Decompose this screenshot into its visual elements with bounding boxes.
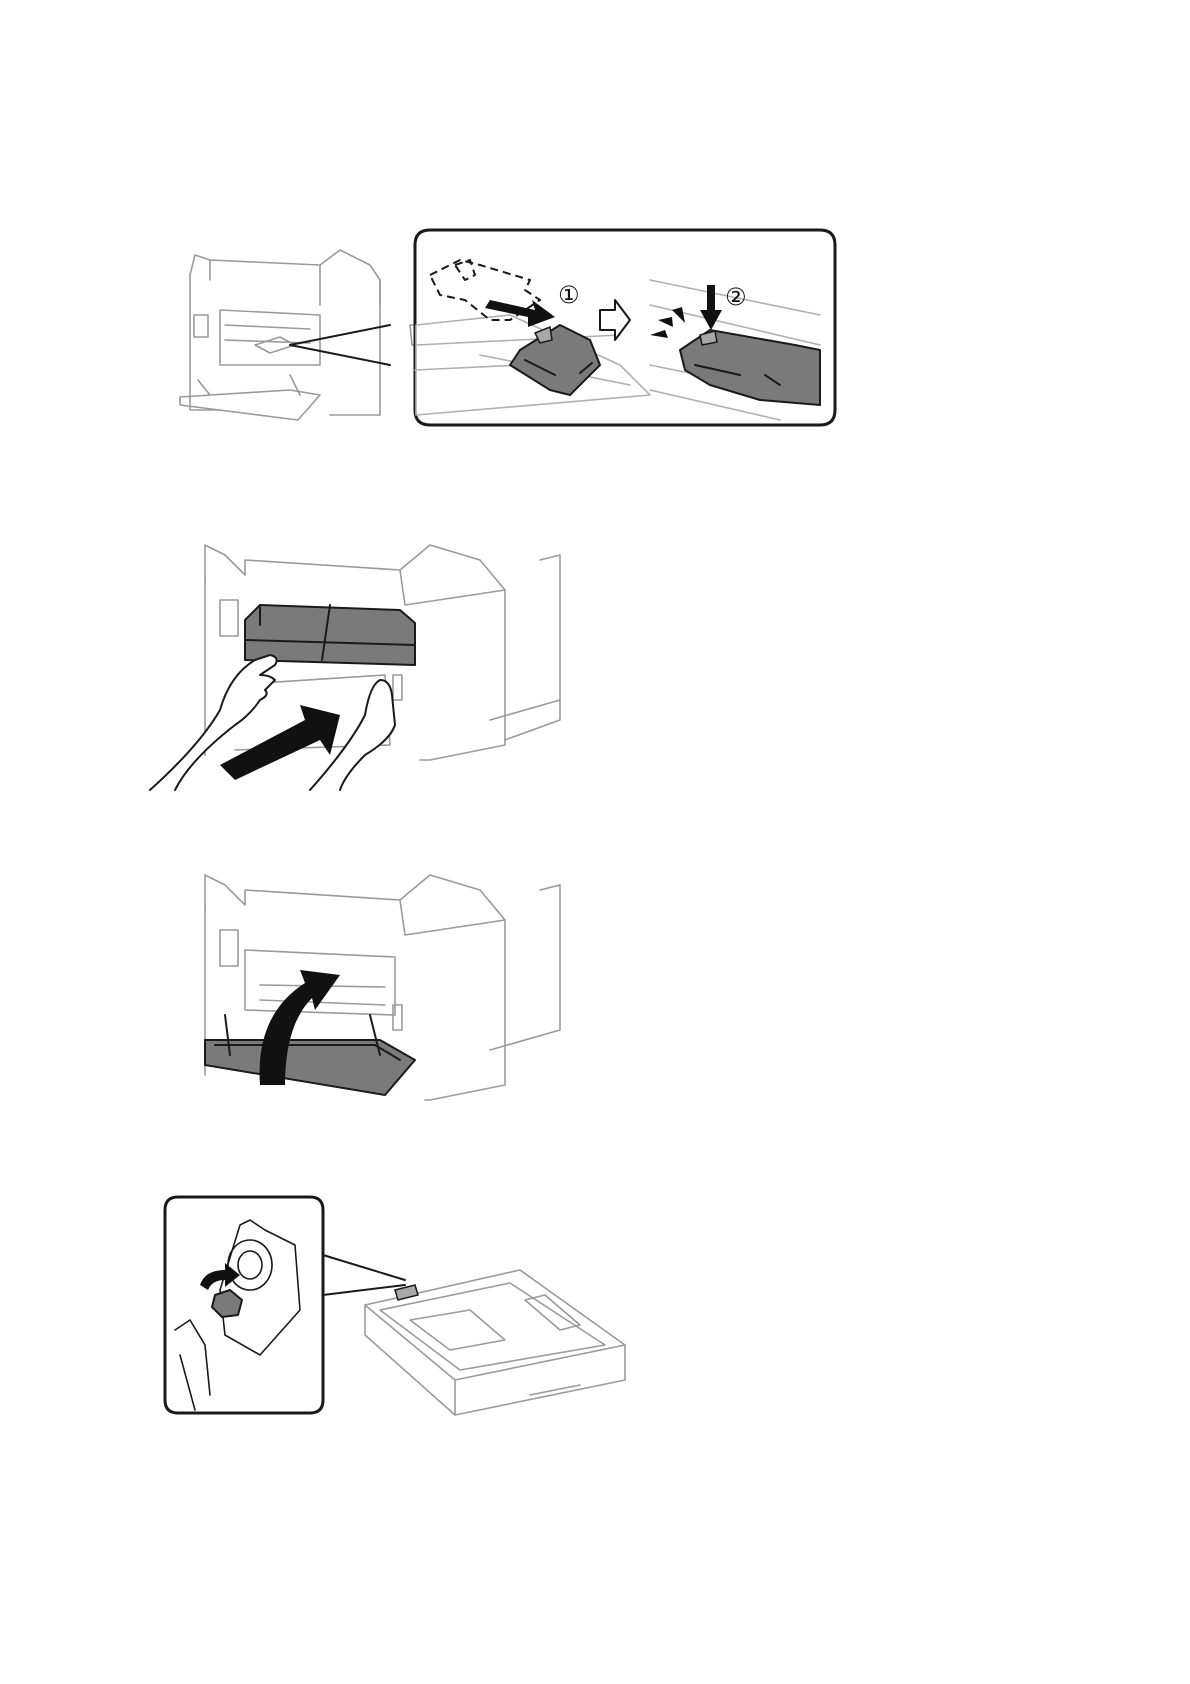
paper-cassette-icon [365,1270,625,1415]
callout-pointer [290,325,390,365]
callout-pointer [323,1255,405,1295]
printer-rear-icon [180,250,418,420]
figure-3-graphic [185,875,570,1105]
cover-close-icon [205,1015,415,1095]
figure-2-graphic [150,545,570,790]
step-marker-1: ① [558,281,580,309]
figure-1-graphic: ① ② [180,225,860,465]
figure-4-paper-cassette-roller [150,1195,630,1420]
hands-icon [150,655,395,790]
figure-3-close-rear-cover [185,875,570,1105]
figure-2-insert-rear-unit [150,545,570,790]
figure-1-install-roller-cover: ① ② [180,225,860,465]
step-marker-2: ② [725,283,747,311]
figure-4-graphic [150,1195,630,1420]
